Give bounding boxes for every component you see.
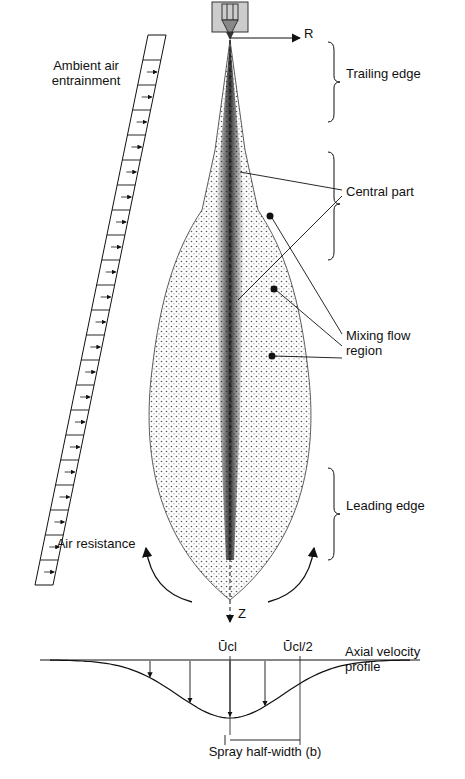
strip-rung [107, 235, 125, 236]
z-axis [230, 40, 231, 622]
velocity-arrow [150, 661, 151, 677]
entrainment-arrow [137, 122, 147, 123]
nozzle [212, 2, 248, 40]
region-label: Central part [346, 184, 436, 199]
entrainment-arrow [142, 97, 152, 98]
region-label: Mixing flow region [346, 328, 426, 358]
axis-label: Z [238, 606, 246, 621]
velocity-arrow [230, 661, 231, 716]
region-label: Ambient air entrainment [40, 58, 132, 88]
region-label: Trailing edge [346, 66, 436, 81]
strip-rung [56, 485, 74, 486]
strip-rung [127, 135, 145, 136]
entrainment-arrow [75, 422, 85, 423]
strip-rung [76, 385, 94, 386]
force-label: Air resistance [56, 536, 136, 551]
dimension-label: Spray half-width (b) [205, 744, 325, 759]
entrainment-arrow [65, 472, 75, 473]
axis-label: R [304, 26, 313, 41]
r-axis [230, 37, 300, 38]
entrainment-arrow [126, 172, 136, 173]
strip-rung [102, 260, 120, 261]
entrainment-arrow [111, 247, 121, 248]
entrainment-arrow [116, 222, 126, 223]
entrainment-arrow [70, 447, 80, 448]
air-resistance-arrows [146, 548, 314, 602]
entrainment-arrow [44, 572, 54, 573]
entrainment-arrow [90, 347, 100, 348]
strip-rung [50, 510, 68, 511]
strip-rung [117, 185, 135, 186]
strip-rung [122, 160, 140, 161]
entrainment-arrow [106, 272, 116, 273]
strip-rung [133, 110, 151, 111]
velocity-arrow [190, 661, 191, 702]
strip-rung [92, 310, 110, 311]
strip-rung [66, 435, 84, 436]
strip-rung [45, 535, 63, 536]
entrainment-strip [35, 35, 166, 585]
sample-points [267, 213, 278, 360]
entrainment-arrow [96, 322, 106, 323]
leader-lines [238, 172, 342, 358]
strip-rung [40, 560, 58, 561]
strip-rung [112, 210, 130, 211]
entrainment-arrow [85, 372, 95, 373]
strip-rung [143, 60, 161, 61]
strip-rung [138, 85, 156, 86]
profile-label: Axial velocity profile [345, 644, 445, 674]
entrainment-arrow [121, 197, 131, 198]
entrainment-arrow [131, 147, 141, 148]
region-label: Leading edge [346, 498, 436, 513]
strip-rung [61, 460, 79, 461]
entrainment-arrow [80, 397, 90, 398]
strip-rung [81, 360, 99, 361]
strip-rung [97, 285, 115, 286]
strip-rung [71, 410, 89, 411]
velocity-label: Ūcl [218, 639, 237, 654]
entrainment-arrow [147, 72, 157, 73]
strip-rung [86, 335, 104, 336]
entrainment-arrow [54, 522, 64, 523]
region-brackets [328, 42, 340, 560]
velocity-arrow [265, 661, 266, 705]
entrainment-arrow [101, 297, 111, 298]
entrainment-arrow [60, 497, 70, 498]
velocity-label: Ūcl/2 [283, 639, 313, 654]
